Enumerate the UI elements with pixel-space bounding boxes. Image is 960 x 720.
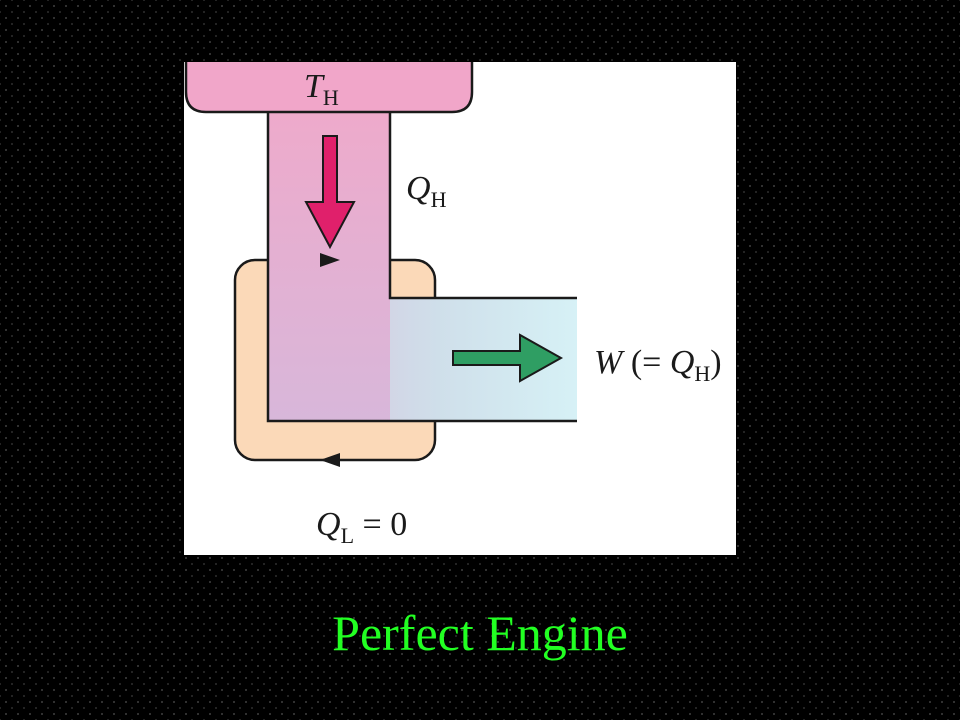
flow-outline <box>266 112 577 423</box>
cycle-arrow-top-icon <box>320 253 340 267</box>
heat-out-sub: L <box>340 523 355 548</box>
slide-title: Perfect Engine <box>332 605 628 661</box>
heat-in-arrow-icon <box>304 135 356 250</box>
work-q-var: Q <box>669 344 695 381</box>
reservoir-sub: H <box>322 85 339 110</box>
heat-in-label: QH <box>406 170 446 211</box>
work-var: W <box>594 344 623 381</box>
work-q-sub: H <box>694 361 711 386</box>
heat-in-var: Q <box>406 170 431 207</box>
reservoir-var: T <box>304 68 323 105</box>
heat-in-sub: H <box>430 187 447 212</box>
cycle-arrow-bottom-icon <box>320 453 340 467</box>
work-out-arrow-icon <box>452 333 564 383</box>
engine-diagram <box>184 62 577 467</box>
diagram-panel: TH QH W (= QH) QL = 0 <box>184 62 736 555</box>
heat-out-label: QL = 0 <box>316 506 408 547</box>
hot-reservoir-label: TH <box>304 68 339 109</box>
hot-reservoir <box>184 62 474 114</box>
heat-out-rest: = 0 <box>354 506 408 543</box>
work-close: ) <box>710 344 722 381</box>
work-open: (= <box>630 344 670 381</box>
work-out-label: W (= QH) <box>594 344 722 385</box>
heat-out-var: Q <box>316 506 341 543</box>
